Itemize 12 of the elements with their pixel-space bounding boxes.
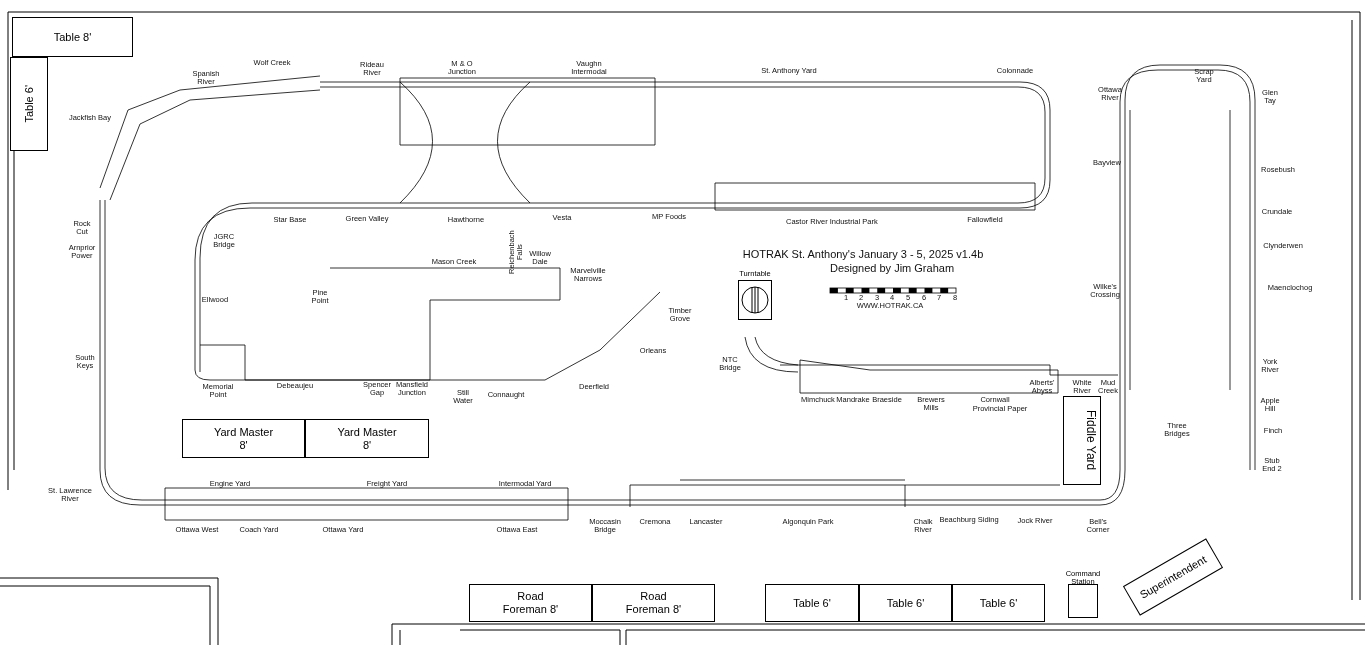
designer-credit: Designed by Jim Graham <box>829 261 955 275</box>
table-box: Yard Master 8' <box>305 419 429 458</box>
table-box: Road Foreman 8' <box>592 584 715 622</box>
table-box: Road Foreman 8' <box>469 584 592 622</box>
table-box: Table 6' <box>10 57 48 151</box>
table-box: Table 8' <box>12 17 133 57</box>
table-box: Yard Master 8' <box>182 419 305 458</box>
table-box: Table 6' <box>859 584 952 622</box>
table-box: Table 6' <box>952 584 1045 622</box>
layout-title: HOTRAK St. Anthony's January 3 - 5, 2025 v1.4b <box>742 247 984 261</box>
table-box: Fiddle Yard <box>1063 396 1101 485</box>
table-box: Table 6' <box>765 584 859 622</box>
